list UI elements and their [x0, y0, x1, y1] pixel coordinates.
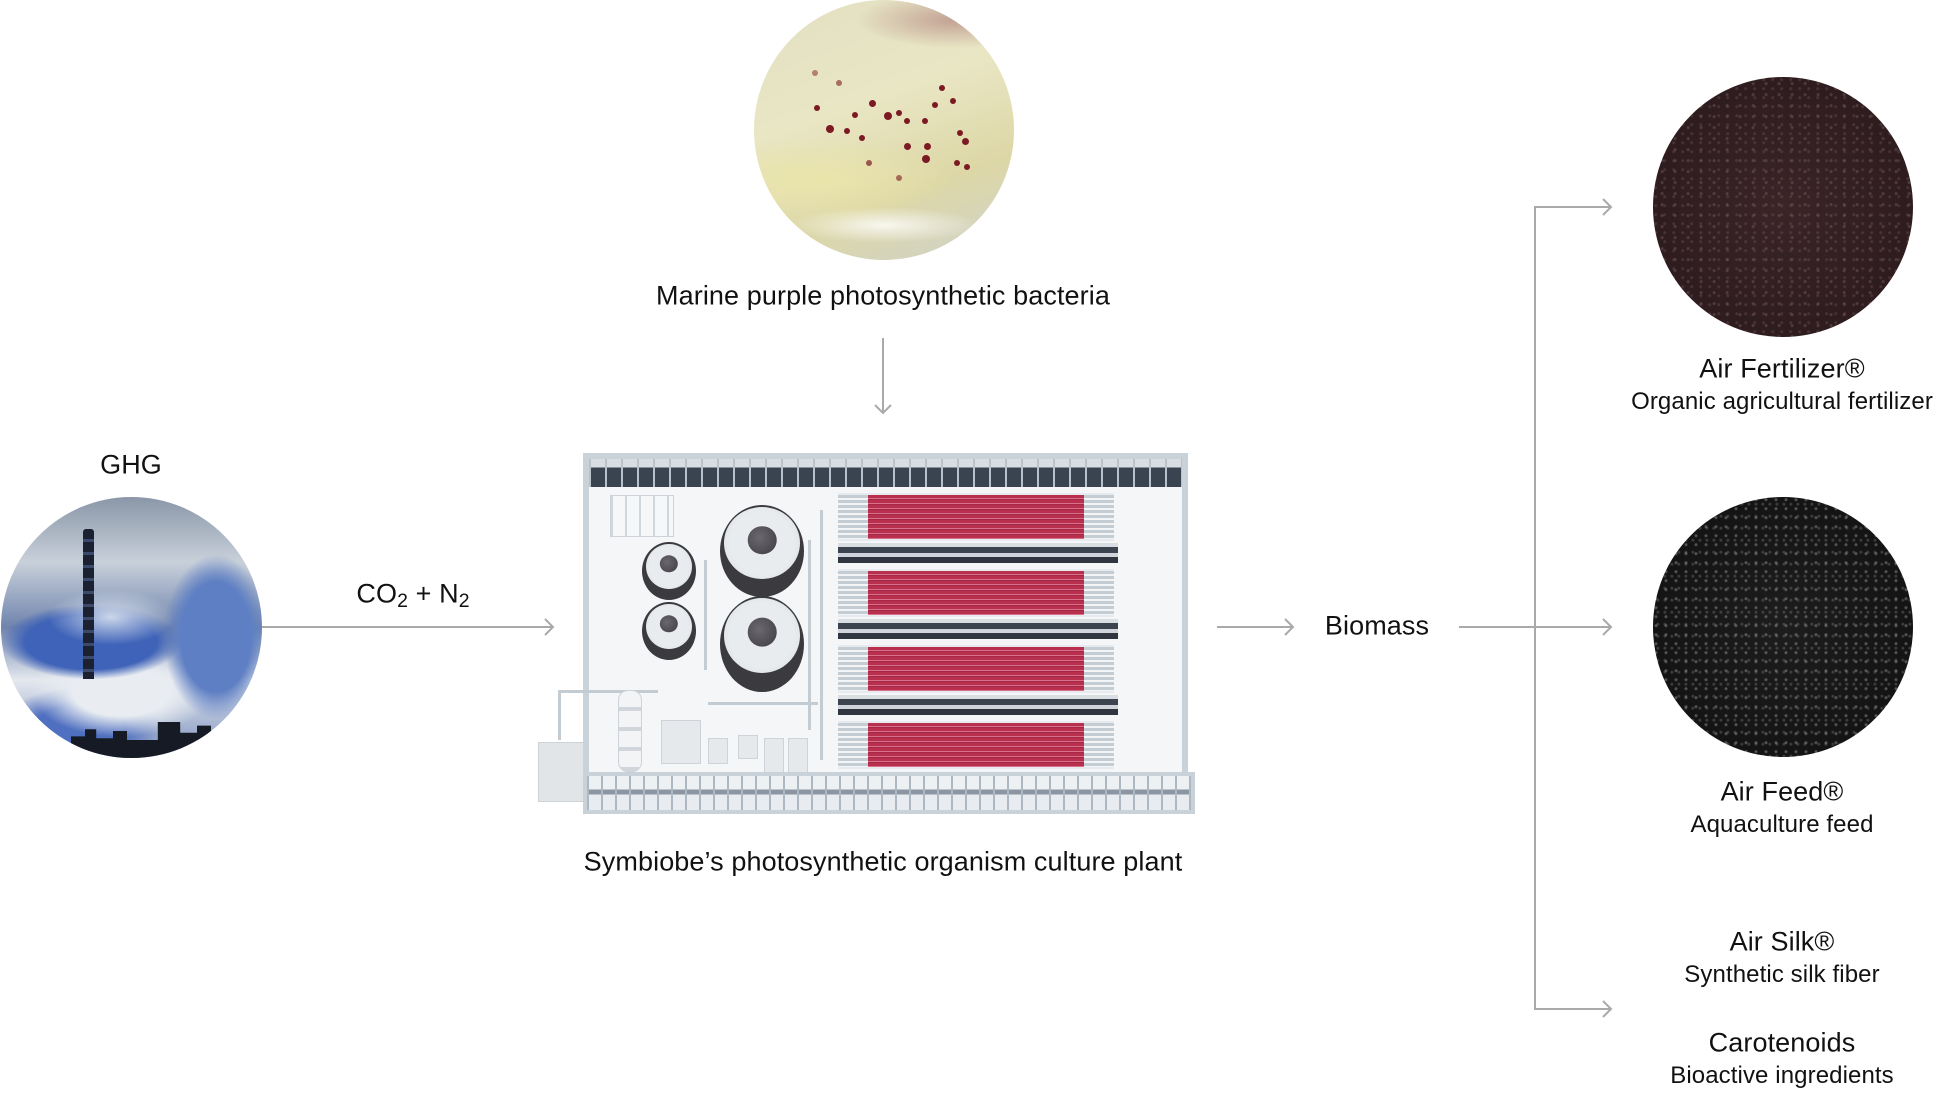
equipment-box [788, 738, 808, 776]
air-feed-description: Aquaculture feed [1690, 811, 1874, 838]
small-tank [642, 542, 696, 600]
co2-n2-label: CO2 + N2 [356, 578, 470, 612]
photobioreactor-rack [838, 569, 1114, 617]
rack-support-beam [838, 619, 1118, 639]
arrow-ghg-to-plant [262, 618, 555, 636]
air-fertilizer-name: Air Fertilizer® [1699, 353, 1865, 384]
biomass-label: Biomass [1324, 610, 1430, 641]
rack-support-beam [838, 543, 1118, 563]
gas-cylinders [618, 690, 642, 772]
photobioreactor-rack [838, 493, 1114, 541]
carotenoids-description: Bioactive ingredients [1670, 1062, 1894, 1089]
plant-label: Symbiobe’s photosynthetic organism cultu… [583, 846, 1183, 877]
plant-bottom-grating [583, 772, 1195, 814]
small-tank [642, 602, 696, 660]
ghg-label: GHG [100, 449, 162, 480]
air-feed-name: Air Feed® [1720, 776, 1844, 807]
photobioreactor-rack [838, 721, 1114, 769]
air-feed-image [1653, 497, 1913, 757]
carotenoids-name: Carotenoids [1708, 1027, 1856, 1058]
plant-top-grating [589, 459, 1182, 487]
arrow-biomass-branch [1459, 198, 1613, 1018]
equipment-box [708, 738, 728, 764]
equipment-box [738, 735, 758, 759]
air-fertilizer-image [1653, 77, 1913, 337]
equipment-box [764, 738, 784, 776]
rack-support-beam [838, 695, 1118, 715]
control-cabinet [538, 742, 584, 802]
culture-plant-image [538, 450, 1195, 820]
air-fertilizer-description: Organic agricultural fertilizer [1631, 388, 1933, 415]
air-silk-description: Synthetic silk fiber [1684, 961, 1880, 988]
ghg-smokestack-image [1, 497, 262, 758]
equipment-box [661, 720, 701, 764]
large-tank [720, 505, 804, 597]
plant-walkway [610, 495, 674, 537]
air-silk-name: Air Silk® [1729, 926, 1835, 957]
photobioreactor-rack [838, 645, 1114, 693]
large-tank [720, 596, 804, 692]
bacteria-label: Marine purple photosynthetic bacteria [656, 280, 1110, 311]
factory-silhouette [71, 722, 211, 758]
bacteria-petri-dish-image [754, 0, 1014, 260]
smokestack [83, 529, 94, 679]
arrow-plant-to-biomass [1217, 618, 1295, 636]
arrow-bacteria-to-plant [874, 338, 892, 415]
